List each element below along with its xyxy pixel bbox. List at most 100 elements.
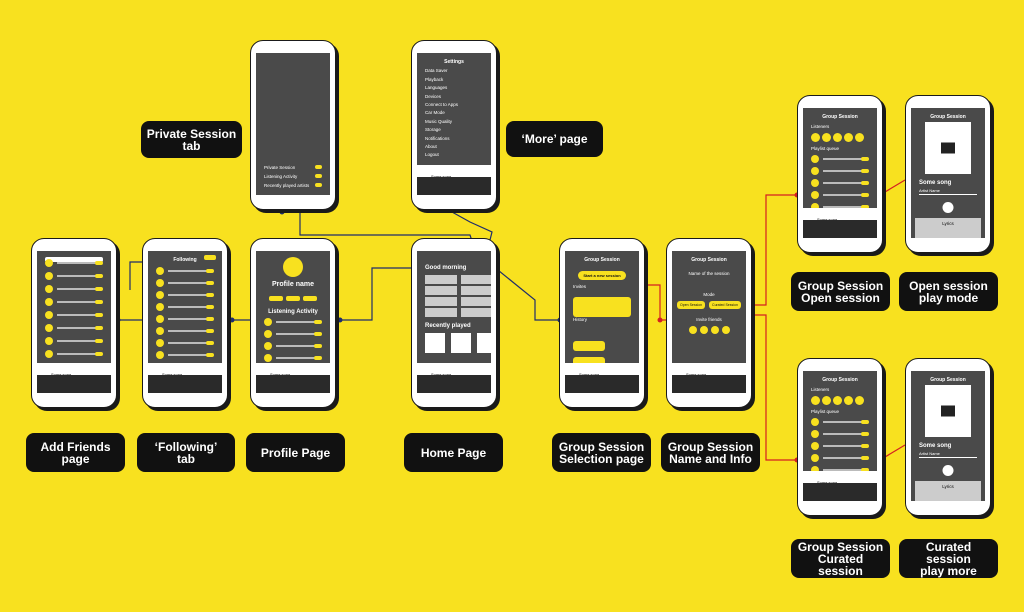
lyrics-panel[interactable]: Lyrics bbox=[915, 481, 981, 501]
bottom-nav[interactable] bbox=[803, 220, 877, 238]
list-item[interactable] bbox=[264, 354, 322, 363]
phone-following: Following Some song bbox=[142, 238, 230, 408]
bottom-nav[interactable] bbox=[565, 375, 639, 393]
list-item[interactable] bbox=[45, 272, 103, 281]
start-session-button[interactable]: Start a new session bbox=[578, 271, 626, 280]
label-open-play: Open session play mode bbox=[899, 272, 998, 311]
list-item[interactable] bbox=[811, 418, 869, 427]
connector-home-to-profile bbox=[340, 267, 418, 321]
settings-item[interactable]: Notifications bbox=[425, 135, 450, 141]
list-item[interactable] bbox=[811, 203, 869, 212]
mini-player[interactable]: Some song bbox=[148, 363, 222, 377]
shortcut-tile[interactable] bbox=[461, 308, 491, 317]
shortcut-tile[interactable] bbox=[425, 297, 457, 306]
phone-profile: Profile name Listening Activity Some son… bbox=[250, 238, 338, 408]
play-pause-button[interactable] bbox=[942, 465, 954, 476]
list-item[interactable] bbox=[45, 337, 103, 346]
mini-player-song: Some song bbox=[162, 372, 182, 377]
settings-item[interactable]: Storage bbox=[425, 127, 441, 133]
shortcut-tile[interactable] bbox=[461, 275, 491, 284]
list-item[interactable] bbox=[156, 291, 214, 300]
song-title: Some song bbox=[919, 443, 952, 449]
seek-bar[interactable] bbox=[919, 457, 977, 458]
mini-player[interactable]: Some song bbox=[565, 363, 639, 377]
label-more-page: ‘More’ page bbox=[506, 121, 603, 157]
mini-player-song: Some song bbox=[817, 217, 837, 222]
list-item[interactable] bbox=[45, 298, 103, 307]
shortcut-tile[interactable] bbox=[425, 308, 457, 317]
list-item[interactable] bbox=[811, 442, 869, 451]
session-name-field[interactable]: Name of the session bbox=[688, 271, 730, 276]
settings-item[interactable]: Connect to Apps bbox=[425, 101, 459, 107]
phone-curated-play: Group Session Some song Artist Name Lyri… bbox=[905, 358, 993, 516]
mini-player[interactable]: Some song bbox=[37, 363, 111, 377]
open-session-button[interactable]: Open Session bbox=[677, 301, 706, 309]
phone-group-selection: Group Session Start a new session Invite… bbox=[559, 238, 647, 408]
settings-item[interactable]: Languages bbox=[425, 85, 448, 91]
list-item[interactable] bbox=[45, 259, 103, 268]
image-icon bbox=[941, 405, 955, 417]
lyrics-panel[interactable]: Lyrics bbox=[915, 218, 981, 238]
settings-item[interactable]: Devices bbox=[425, 93, 442, 99]
settings-item[interactable]: Car Mode bbox=[425, 110, 445, 116]
recently-played-item[interactable]: Recently played artists bbox=[264, 183, 310, 188]
list-item[interactable] bbox=[156, 351, 214, 360]
list-item[interactable] bbox=[811, 155, 869, 164]
list-item[interactable] bbox=[156, 339, 214, 348]
list-item[interactable] bbox=[811, 179, 869, 188]
shortcut-tile[interactable] bbox=[461, 286, 491, 295]
settings-item[interactable]: About bbox=[425, 143, 437, 149]
bottom-nav[interactable] bbox=[417, 375, 491, 393]
settings-item[interactable]: Data Saver bbox=[425, 68, 448, 74]
list-item[interactable] bbox=[156, 303, 214, 312]
bottom-nav[interactable] bbox=[148, 375, 222, 393]
mini-player[interactable]: Some song bbox=[417, 363, 491, 377]
bottom-nav[interactable] bbox=[417, 177, 491, 195]
list-item[interactable] bbox=[156, 279, 214, 288]
label-following-tab: ‘Following’ tab bbox=[137, 433, 235, 472]
list-item[interactable] bbox=[45, 350, 103, 359]
bottom-nav[interactable] bbox=[672, 375, 746, 393]
list-item[interactable] bbox=[45, 285, 103, 294]
settings-item[interactable]: Logout bbox=[425, 152, 439, 158]
bottom-nav[interactable] bbox=[803, 483, 877, 501]
list-item[interactable] bbox=[264, 342, 322, 351]
seek-bar[interactable] bbox=[919, 194, 977, 195]
shortcut-tile[interactable] bbox=[425, 275, 457, 284]
settings-item[interactable]: Music Quality bbox=[425, 118, 453, 124]
bottom-nav[interactable] bbox=[256, 375, 330, 393]
private-session-item[interactable]: Private Session bbox=[264, 165, 296, 170]
group-open-title: Group Session bbox=[822, 114, 858, 120]
list-item[interactable] bbox=[156, 267, 214, 276]
list-item[interactable] bbox=[264, 330, 322, 339]
mini-player[interactable]: Some song bbox=[256, 363, 330, 377]
mini-player[interactable]: Some song bbox=[803, 471, 877, 485]
list-item[interactable] bbox=[45, 324, 103, 333]
list-item[interactable] bbox=[264, 318, 322, 327]
connector-info-to-open bbox=[750, 194, 797, 306]
list-item[interactable] bbox=[156, 327, 214, 336]
curated-session-button[interactable]: Curated Session bbox=[709, 301, 741, 309]
shortcut-tile[interactable] bbox=[461, 297, 491, 306]
settings-item[interactable]: Playback bbox=[425, 76, 444, 82]
mini-player[interactable]: Some song bbox=[417, 165, 491, 179]
list-item[interactable] bbox=[45, 311, 103, 320]
list-item[interactable] bbox=[811, 191, 869, 200]
listening-activity-item[interactable]: Listening Activity bbox=[264, 174, 298, 179]
play-pause-button[interactable] bbox=[942, 202, 954, 213]
list-item[interactable] bbox=[156, 315, 214, 324]
list-item[interactable] bbox=[811, 430, 869, 439]
connector-dot bbox=[229, 317, 235, 323]
group-curated-title: Group Session bbox=[822, 377, 858, 383]
playlist-queue-heading: Playlist queue bbox=[811, 409, 840, 414]
list-item[interactable] bbox=[811, 466, 869, 475]
shortcut-tile[interactable] bbox=[425, 286, 457, 295]
curated-play-title: Group Session bbox=[930, 377, 966, 383]
list-item[interactable] bbox=[811, 167, 869, 176]
mini-player-song: Some song bbox=[817, 480, 837, 485]
list-item[interactable] bbox=[811, 454, 869, 463]
label-curated-play: Curated session play more bbox=[899, 539, 998, 578]
bottom-nav[interactable] bbox=[37, 375, 111, 393]
mini-player[interactable]: Some song bbox=[672, 363, 746, 377]
mini-player[interactable]: Some song bbox=[803, 208, 877, 222]
